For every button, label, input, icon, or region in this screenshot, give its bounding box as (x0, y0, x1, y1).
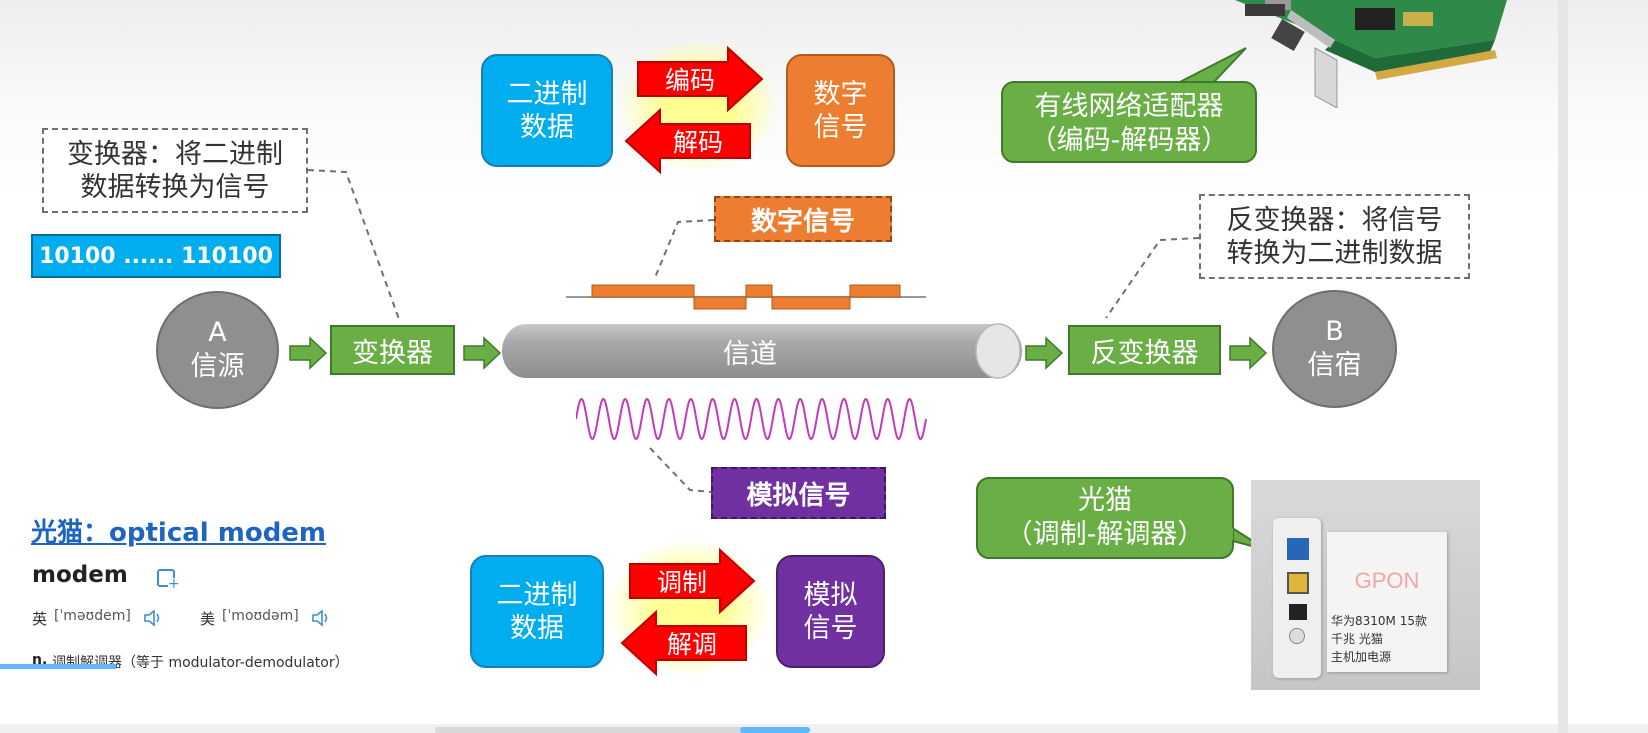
modem-port-blue (1287, 538, 1309, 560)
us-phonetic: [ˈmoʊdəm] (222, 608, 299, 624)
arrow-channel-to-inverse (1025, 336, 1064, 370)
decode-label: 解码 (672, 128, 723, 157)
network-card-image (1235, 0, 1507, 108)
inverse-converter-note: 反变换器：将信号 转换为二进制数据 (1199, 194, 1470, 279)
right-scrollbar-track[interactable] (1558, 0, 1568, 733)
converter-note: 变换器：将二进制 数据转换为信号 (42, 128, 308, 213)
converter-box: 变换器 (330, 325, 455, 375)
modem-callout-text: 光猫 （调制-解调器） (1005, 485, 1205, 550)
nic-callout-text: 有线网络适配器 （编码-解码器） (1029, 91, 1229, 156)
analog-signal-box-bottom: 模拟 信号 (776, 555, 885, 668)
modem-port-lan (1287, 572, 1309, 594)
demodulate-label: 解调 (666, 630, 717, 659)
sink-node-b: B 信宿 (1272, 290, 1397, 408)
modem-button (1289, 628, 1305, 644)
us-speaker-icon[interactable] (310, 608, 330, 628)
demodulate-arrow (620, 610, 747, 676)
dictionary-heading[interactable]: 光猫：optical modem (31, 518, 327, 548)
source-node-a: A 信源 (156, 291, 279, 409)
inverse-converter-box: 反变换器 (1068, 325, 1221, 375)
arrow-inverse-to-sink (1229, 336, 1268, 370)
add-to-wordbook-plus-icon: + (168, 576, 180, 592)
dictionary-word: modem (32, 562, 128, 588)
decode-arrow (624, 108, 751, 174)
nic-callout-shape (1001, 47, 1257, 163)
channel-label: 信道 (723, 338, 777, 370)
channel-pipe (502, 323, 1022, 379)
modem-caption-1: 华为8310M 15款 (1331, 614, 1427, 628)
encode-label: 编码 (664, 66, 715, 95)
definition-text: 调制解调器（等于 modulator-demodulator） (52, 655, 349, 671)
modem-front-panel (1327, 532, 1447, 672)
encode-arrow (637, 46, 764, 112)
definition-pos: n. (32, 652, 48, 668)
modem-caption-3: 主机加电源 (1331, 650, 1392, 664)
binary-stream-bar: 10100 ...... 110100 (31, 234, 281, 278)
bottom-scrollbar-thumb[interactable] (435, 727, 810, 733)
arrow-converter-to-channel (463, 336, 502, 370)
uk-speaker-icon[interactable] (142, 608, 162, 628)
modulate-label: 调制 (656, 568, 707, 597)
uk-phonetic: [ˈməʊdem] (54, 608, 131, 624)
binary-data-box-bottom: 二进制 数据 (470, 555, 604, 668)
optical-modem-photo: GPON 华为8310M 15款 千兆 光猫 主机加电源 (1251, 480, 1480, 690)
progress-bar-track[interactable] (0, 664, 116, 669)
modem-caption-2: 千兆 光猫 (1331, 632, 1383, 646)
arrow-source-to-converter (289, 336, 328, 370)
digital-signal-tag: 数字信号 (714, 196, 892, 242)
uk-label: 英 (32, 610, 48, 628)
digital-signal-box-top: 数字 信号 (786, 54, 895, 167)
analog-signal-tag: 模拟信号 (711, 467, 886, 519)
us-label: 美 (200, 610, 216, 628)
bottom-scrollbar-track (0, 724, 1648, 733)
digital-waveform (566, 284, 926, 310)
modulate-arrow (629, 548, 756, 614)
modem-port-power (1289, 604, 1307, 620)
bottom-scrollbar-highlight (740, 727, 810, 733)
binary-data-box-top: 二进制 数据 (481, 54, 613, 167)
analog-waveform (576, 397, 927, 441)
modem-brand: GPON (1354, 568, 1420, 593)
